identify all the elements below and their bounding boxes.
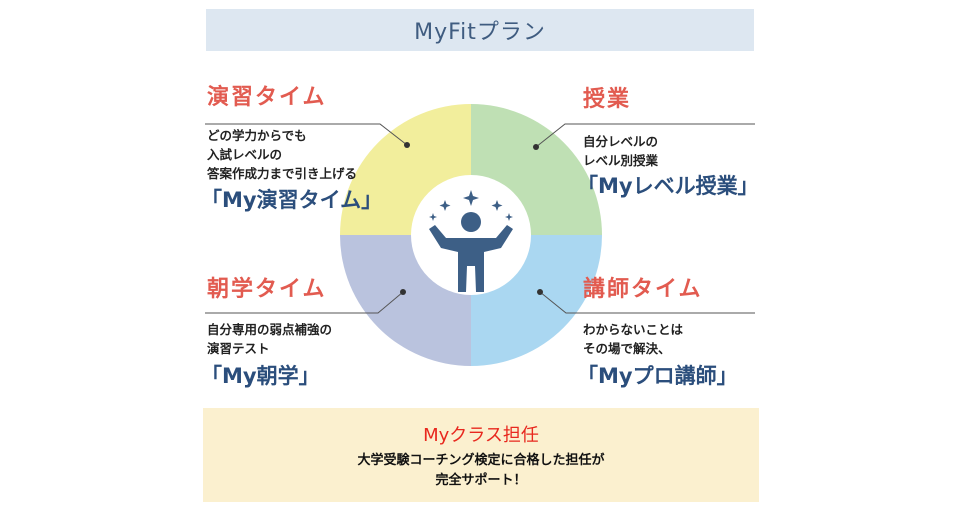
connector-top-right [533, 123, 755, 150]
section-name: 「Myレベル授業」 [577, 174, 759, 198]
section-enshu-time: 演習タイム どの学力からでも 入試レベルの 答案作成力まで引き上げる 「My演習… [201, 84, 382, 215]
description-line: 自分専用の弱点補強の [207, 322, 333, 337]
description-line: レベル別授業 [583, 153, 659, 168]
description-line: わからないことは [583, 322, 684, 337]
section-koshi-time: 講師タイム わからないことは その場で解決、 「Myプロ講師」 [577, 276, 738, 391]
homeroom-description-line: 大学受験コーチング検定に合格した担任が [357, 453, 605, 468]
description-line: 入試レベルの [207, 147, 283, 162]
description-line: その場で解決、 [583, 341, 671, 356]
section-heading: 講師タイム [583, 277, 703, 302]
connector-bottom-left [205, 289, 406, 314]
section-name: 「My演習タイム」 [201, 188, 383, 212]
connector-top-left [205, 123, 410, 148]
description-line: どの学力からでも [207, 128, 307, 143]
section-asagaku-time: 朝学タイム 自分専用の弱点補強の 演習テスト 「My朝学」 [201, 276, 332, 391]
title-banner: MyFitプラン [206, 9, 754, 51]
person-cheering-icon [429, 212, 513, 292]
section-description: 自分専用の弱点補強の 演習テスト [207, 320, 332, 358]
description-line: 答案作成力まで引き上げる [207, 166, 358, 181]
section-description: わからないことは その場で解決、 [583, 320, 738, 358]
description-line: 演習テスト [207, 341, 270, 356]
section-name: 「Myプロ講師」 [577, 364, 738, 388]
section-heading: 授業 [583, 87, 632, 112]
homeroom-description-line: 完全サポート！ [435, 473, 527, 488]
homeroom-teacher-box: Myクラス担任 大学受験コーチング検定に合格した担任が 完全サポート！ [203, 408, 759, 502]
section-heading: 朝学タイム [207, 277, 327, 302]
section-heading: 演習タイム [207, 85, 327, 110]
section-name: 「My朝学」 [201, 364, 320, 388]
section-jugyo: 授業 自分レベルの レベル別授業 「Myレベル授業」 [577, 86, 759, 201]
section-description: 自分レベルの レベル別授業 [583, 132, 759, 170]
homeroom-title: Myクラス担任 [423, 425, 539, 446]
page-title: MyFitプラン [414, 20, 546, 45]
connector-bottom-right [537, 289, 755, 314]
section-description: どの学力からでも 入試レベルの 答案作成力まで引き上げる [207, 126, 382, 183]
description-line: 自分レベルの [583, 134, 659, 149]
sparkle-icons [429, 190, 513, 221]
